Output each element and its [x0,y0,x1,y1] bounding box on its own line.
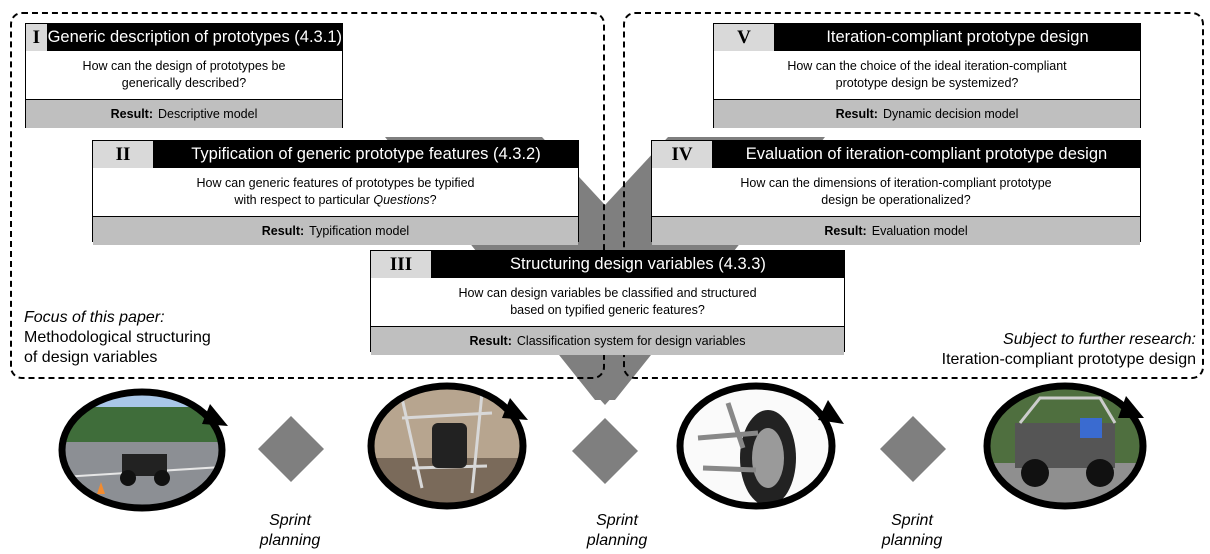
stage-number: V [714,24,775,51]
stage-result: Result:Descriptive model [26,99,342,128]
stage-result: Result:Classification system for design … [371,326,844,355]
stage-question: How can generic features of prototypes b… [196,176,475,207]
stage-number: III [371,251,432,278]
further-heading: Subject to further research: [1003,331,1196,348]
buggy-prototype-photo [983,382,1147,510]
stage-number: IV [652,141,713,168]
focus-region [10,12,605,379]
stage-result: Result:Evaluation model [652,216,1140,245]
wheel-suspension-photo [676,382,844,510]
stage-title: Typification of generic prototype featur… [191,145,541,163]
stage-box-3: III Structuring design variables (4.3.3)… [370,250,845,355]
stage-result: Result:Dynamic decision model [714,99,1140,128]
stage-number: I [26,24,48,51]
stage-title: Evaluation of iteration-compliant protot… [745,145,1108,163]
stage-question: How can the dimensions of iteration-comp… [740,176,1052,207]
stage-box-2: II Typification of generic prototype fea… [92,140,579,245]
buggy-on-track-photo [58,388,228,512]
stage-result: Result:Typification model [93,216,578,245]
focus-heading: Focus of this paper: [24,309,165,326]
stage-box-1: I Generic description of prototypes (4.3… [25,23,343,128]
further-research-region [623,12,1204,379]
focus-line-2: of design variables [24,349,158,366]
stage-title: Iteration-compliant prototype design [826,28,1089,46]
stage-title: Generic description of prototypes (4.3.1… [47,28,342,46]
stage-question: How can the choice of the ideal iteratio… [787,59,1067,90]
diamond-icon [880,416,946,482]
diamond-icon [572,418,638,484]
diamond-icon [258,416,324,482]
focus-note: Focus of this paper: Methodological stru… [24,308,211,368]
vehicle-frame-seat-photo [367,382,528,510]
further-line-1: Iteration-compliant prototype design [941,351,1196,368]
stage-title: Structuring design variables (4.3.3) [510,255,766,273]
stage-question: How can design variables be classified a… [458,286,757,317]
further-note: Subject to further research: Iteration-c… [942,330,1196,370]
stage-box-4: IV Evaluation of iteration-compliant pro… [651,140,1141,245]
focus-line-1: Methodological structuring [24,329,211,346]
stage-number: II [93,141,154,168]
stage-box-5: V Iteration-compliant prototype design H… [713,23,1141,128]
